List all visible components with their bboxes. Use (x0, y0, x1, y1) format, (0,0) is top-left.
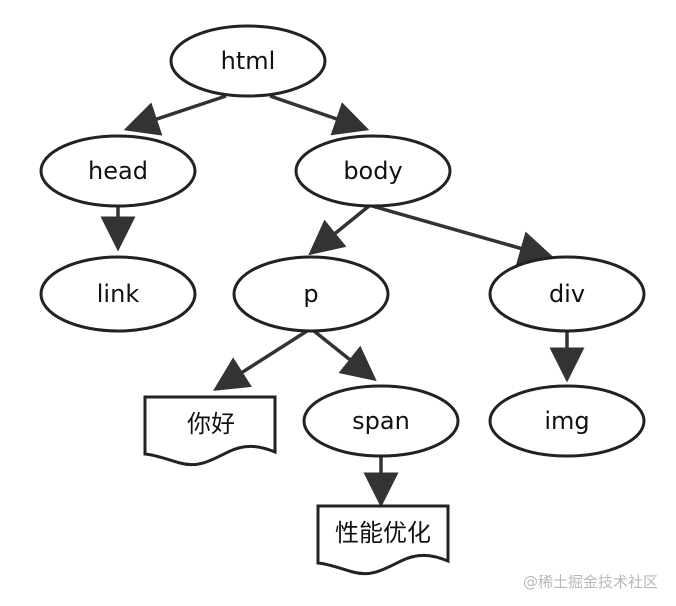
node-xingneng-document: 性能优化 (316, 504, 450, 576)
node-link-label: link (97, 280, 140, 308)
edge-html-head (123, 94, 227, 136)
node-img: img (488, 384, 646, 458)
edges (100, 94, 585, 508)
edge-p-span (312, 329, 377, 382)
node-img-label: img (544, 407, 589, 435)
node-span: span (302, 384, 460, 458)
node-xingneng-label: 性能优化 (335, 519, 431, 547)
node-div: div (488, 255, 646, 333)
node-div-label: div (549, 280, 585, 308)
node-html: html (169, 24, 327, 98)
node-p-label: p (303, 280, 318, 308)
node-body-label: body (343, 157, 402, 185)
watermark-text: @稀土掘金技术社区 (522, 573, 658, 591)
node-head: head (39, 134, 197, 208)
node-html-label: html (221, 47, 276, 75)
node-span-label: span (352, 407, 410, 435)
node-nihao-label: 你好 (187, 410, 235, 438)
node-p: p (232, 255, 390, 333)
edge-body-p (308, 204, 371, 256)
node-body: body (294, 134, 452, 208)
node-link: link (39, 255, 197, 333)
edge-html-body (269, 94, 370, 136)
node-nihao-document: 你好 (143, 395, 277, 467)
edge-p-nihao (213, 329, 308, 391)
node-head-label: head (88, 157, 148, 185)
edge-body-div (371, 204, 555, 266)
